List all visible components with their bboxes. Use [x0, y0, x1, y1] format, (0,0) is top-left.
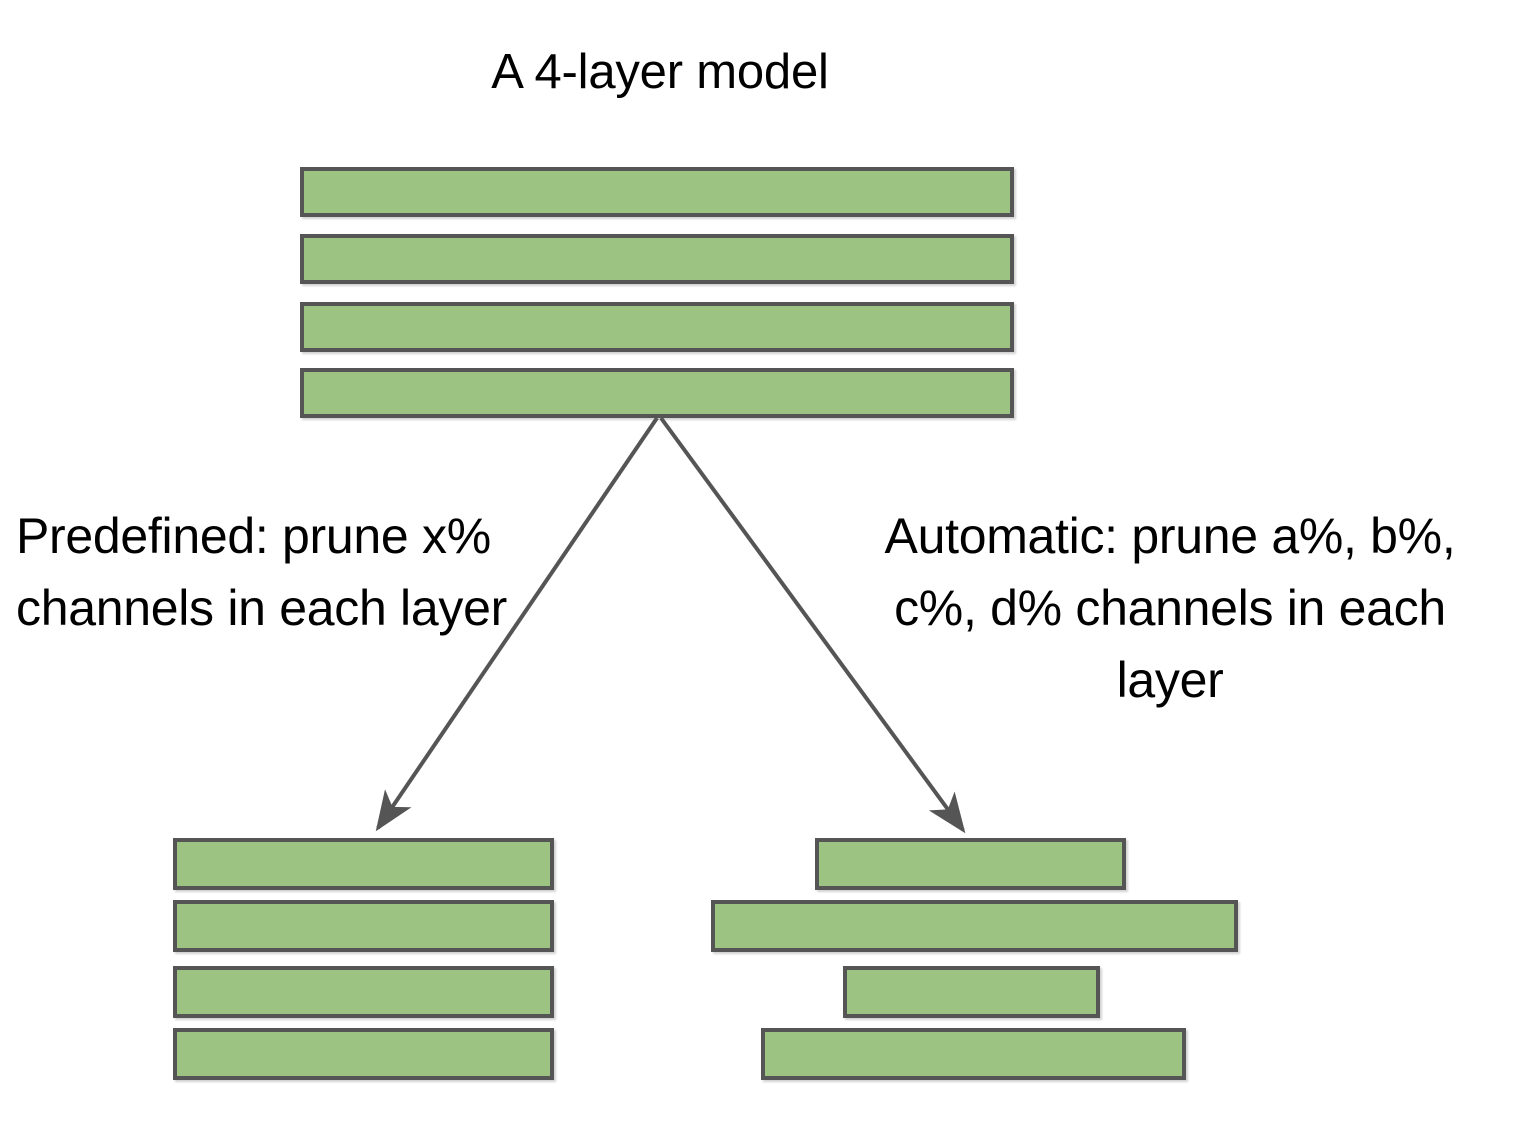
automatic-layer-3: [843, 966, 1100, 1018]
caption-automatic: Automatic: prune a%, b%, c%, d% channels…: [884, 508, 1456, 708]
predefined-layer-4: [173, 1028, 554, 1080]
automatic-layer-1: [815, 838, 1126, 890]
automatic-layer-4: [761, 1028, 1186, 1080]
page-title: A 4-layer model: [491, 45, 829, 99]
original-layer-2: [300, 234, 1014, 284]
predefined-layer-3: [173, 966, 554, 1018]
predefined-layer-1: [173, 838, 554, 890]
caption-predefined: Predefined: prune x% channels in each la…: [16, 508, 507, 636]
original-layer-4: [300, 368, 1014, 418]
original-layer-3: [300, 302, 1014, 352]
predefined-layer-2: [173, 900, 554, 952]
original-layer-1: [300, 167, 1014, 217]
automatic-layer-2: [711, 900, 1238, 952]
